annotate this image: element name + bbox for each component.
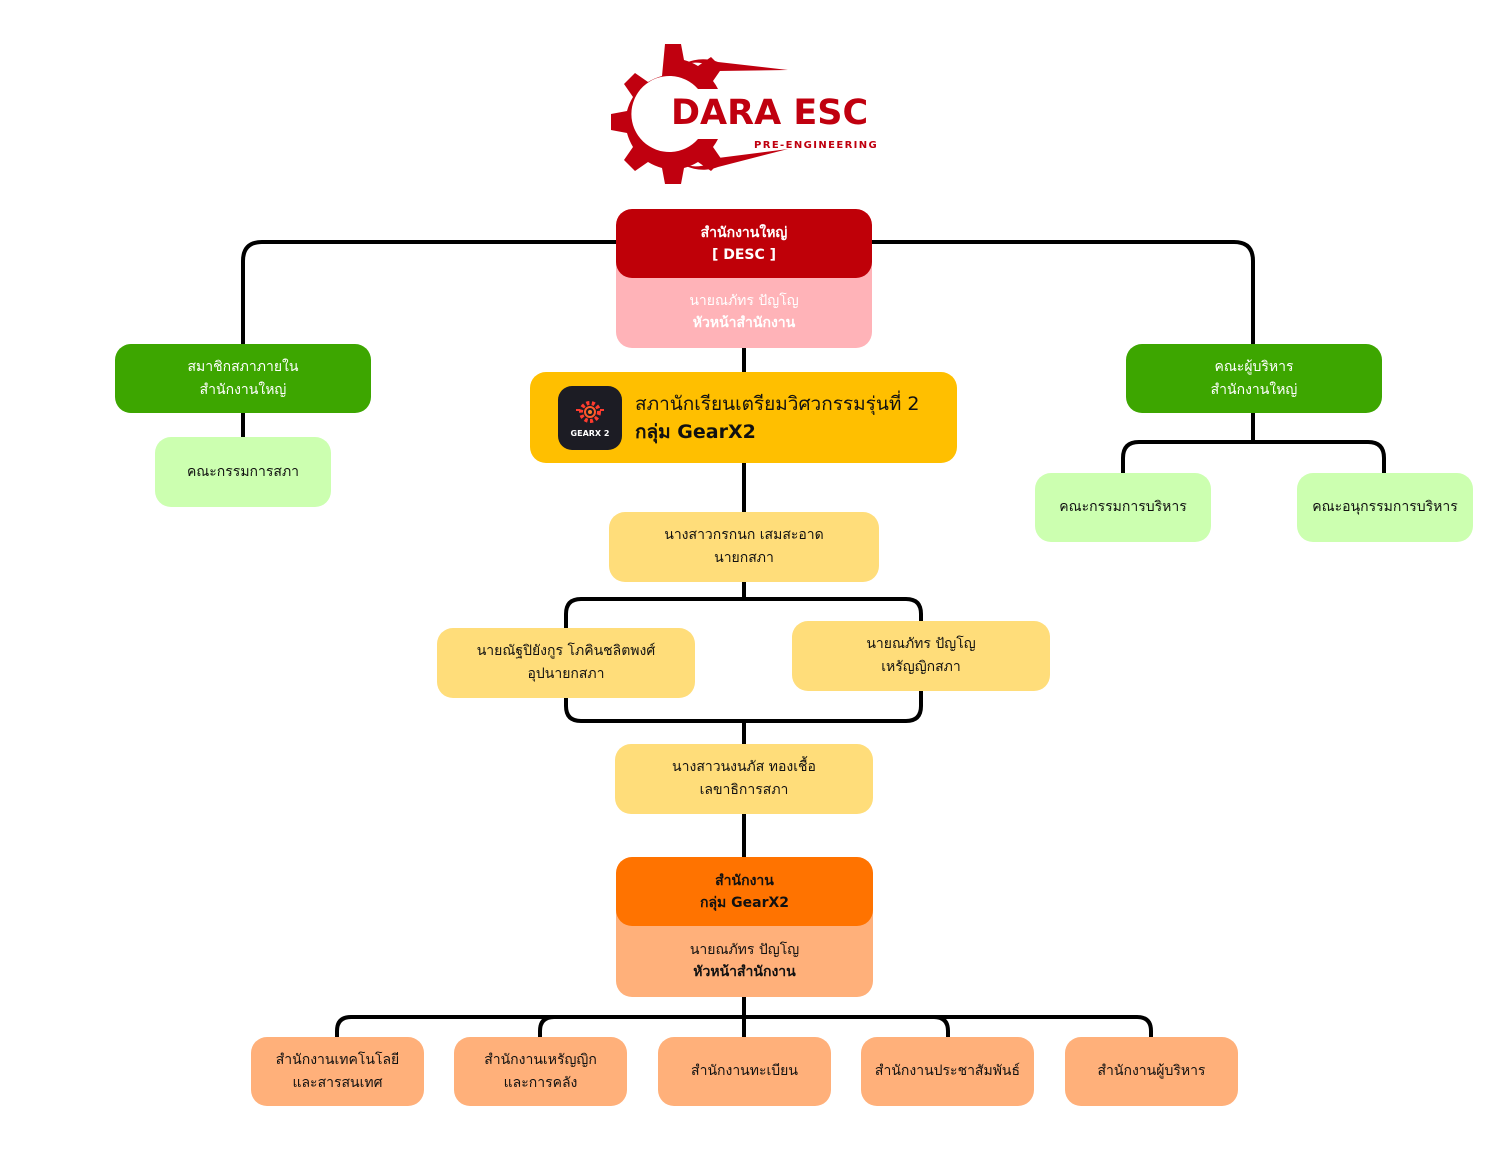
department-registration-box[interactable]: สำนักงานทะเบียน — [658, 1037, 831, 1106]
secretary-role: เลขาธิการสภา — [699, 782, 789, 798]
council-committee-label: คณะกรรมการสภา — [186, 463, 300, 480]
council-title: สภานักเรียนเตรียมวิศวกรรมรุ่นที่ 2 — [635, 392, 920, 415]
gear-logo-icon: DARA ESC PRE-ENGINEERING — [611, 44, 878, 184]
executive-board-box[interactable]: คณะผู้บริหาร สำนักงานใหญ่ — [1126, 344, 1382, 413]
executive-board-line2: สำนักงานใหญ่ — [1210, 381, 1298, 398]
dara-esc-logo: DARA ESC PRE-ENGINEERING — [595, 42, 890, 187]
internal-council-members-box[interactable]: สมาชิกสภาภายใน สำนักงานใหญ่ — [115, 344, 371, 413]
secretary-name: นางสาวนงนภัส ทองเชื้อ — [672, 759, 816, 775]
department-label: สำนักงานทะเบียน — [691, 1063, 798, 1079]
president-role: นายกสภา — [714, 550, 774, 566]
executive-subcommittee-box[interactable]: คณะอนุกรรมการบริหาร — [1297, 473, 1473, 542]
department-treasury-box[interactable]: สำนักงานเหรัญญิก และการคลัง — [454, 1037, 627, 1106]
treasurer-role: เหรัญญิกสภา — [881, 659, 961, 675]
gear-icon — [576, 400, 604, 423]
group-office-person: นายณภัทร ปัญโญ — [689, 941, 800, 958]
group-office-title: สำนักงาน — [715, 872, 774, 889]
group-office-body: นายณภัทร ปัญโญ หัวหน้าสำนักงาน — [616, 912, 873, 997]
department-label: และสารสนเทศ — [292, 1074, 383, 1091]
president-name: นางสาวกรกนก เสมสะอาด — [664, 527, 824, 543]
department-label: สำนักงานผู้บริหาร — [1097, 1063, 1206, 1079]
group-office-role: หัวหน้าสำนักงาน — [693, 963, 796, 980]
gearx2-app-icon: GEARX 2 — [558, 385, 622, 450]
executive-board-line1: คณะผู้บริหาร — [1214, 358, 1294, 375]
head-office-title: สำนักงานใหญ่ — [700, 224, 788, 241]
treasurer-box[interactable]: นายณภัทร ปัญโญ เหรัญญิกสภา — [792, 621, 1050, 691]
executive-committee-label: คณะกรรมการบริหาร — [1059, 499, 1187, 515]
treasurer-name: นายณภัทร ปัญโญ — [866, 636, 976, 652]
logo-subtitle: PRE-ENGINEERING — [754, 140, 878, 151]
department-label: สำนักงานเทคโนโลยี — [275, 1051, 400, 1068]
head-office-card[interactable]: สำนักงานใหญ่ [ DESC ] นายณภัทร ปัญโญ หัว… — [616, 209, 872, 348]
department-it-box[interactable]: สำนักงานเทคโนโลยี และสารสนเทศ — [251, 1037, 424, 1106]
council-committee-box[interactable]: คณะกรรมการสภา — [155, 437, 331, 507]
head-office-body: นายณภัทร ปัญโญ หัวหน้าสำนักงาน — [616, 264, 872, 348]
internal-council-line2: สำนักงานใหญ่ — [199, 381, 287, 398]
vice-president-role: อุปนายกสภา — [527, 666, 605, 682]
vice-president-name: นายณัฐปิยังกูร โภคินชลิตพงศ์ — [476, 643, 656, 659]
executive-subcommittee-label: คณะอนุกรรมการบริหาร — [1312, 499, 1458, 515]
connector-office-departments — [335, 996, 1153, 1038]
president-box[interactable]: นางสาวกรกนก เสมสะอาด นายกสภา — [609, 512, 879, 582]
head-office-header: สำนักงานใหญ่ [ DESC ] — [616, 209, 872, 278]
connector-president-officers — [564, 580, 923, 630]
vice-president-box[interactable]: นายณัฐปิยังกูร โภคินชลิตพงศ์ อุปนายกสภา — [437, 628, 695, 698]
connector-head-right — [872, 240, 1255, 345]
department-label: และการคลัง — [503, 1074, 578, 1091]
gearx2-icon-label: GEARX 2 — [570, 428, 610, 438]
department-executive-box[interactable]: สำนักงานผู้บริหาร — [1065, 1037, 1238, 1106]
group-office-subtitle: กลุ่ม GearX2 — [699, 894, 790, 911]
head-office-code: [ DESC ] — [711, 246, 777, 263]
internal-council-line1: สมาชิกสภาภายใน — [187, 358, 299, 375]
student-council-box[interactable]: GEARX 2 สภานักเรียนเตรียมวิศวกรรมรุ่นที่… — [530, 372, 957, 463]
connector-head-left — [241, 240, 616, 345]
group-office-card[interactable]: สำนักงาน กลุ่ม GearX2 นายณภัทร ปัญโญ หัว… — [616, 857, 873, 997]
department-pr-box[interactable]: สำนักงานประชาสัมพันธ์ — [861, 1037, 1034, 1106]
group-office-header: สำนักงาน กลุ่ม GearX2 — [616, 857, 873, 926]
head-office-role: หัวหน้าสำนักงาน — [692, 315, 796, 331]
department-label: สำนักงานเหรัญญิก — [484, 1051, 597, 1068]
logo-title: DARA ESC — [671, 93, 868, 133]
executive-committee-box[interactable]: คณะกรรมการบริหาร — [1035, 473, 1211, 542]
council-subtitle: กลุ่ม GearX2 — [635, 420, 756, 443]
connector-right-children — [1121, 412, 1386, 474]
secretary-box[interactable]: นางสาวนงนภัส ทองเชื้อ เลขาธิการสภา — [615, 744, 873, 814]
connector-officers-secretary — [564, 690, 923, 745]
department-label: สำนักงานประชาสัมพันธ์ — [874, 1063, 1021, 1079]
head-office-person: นายณภัทร ปัญโญ — [689, 293, 799, 309]
